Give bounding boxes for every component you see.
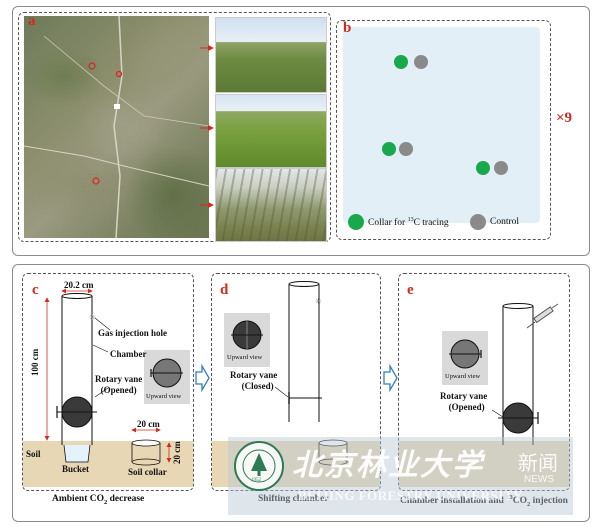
shrubland-photo-bottom bbox=[215, 168, 327, 242]
soil-label: Soil bbox=[26, 449, 41, 459]
soil-layer-c bbox=[23, 441, 193, 487]
grassland-photo-middle bbox=[215, 94, 327, 168]
upward-view-e-label: Upward view bbox=[445, 373, 481, 380]
panel-e-frame bbox=[398, 273, 570, 491]
chamber-height-dimension: 100 cm bbox=[30, 348, 40, 376]
panel-c-frame bbox=[22, 273, 194, 491]
collar-width-dimension: 20 cm bbox=[137, 419, 160, 429]
watermark-news-en: NEWS bbox=[524, 474, 554, 485]
soil-collar-label: Soil collar bbox=[128, 467, 167, 477]
panel-a-label: a bbox=[28, 13, 36, 29]
collar-height-dimension: 20 cm bbox=[172, 441, 182, 464]
panel-e-label: e bbox=[407, 282, 414, 298]
plot-area bbox=[343, 27, 540, 223]
panel-c-label: c bbox=[32, 282, 39, 298]
svg-text:· · ·: · · · bbox=[88, 172, 97, 178]
gas-injection-hole-label: Gas injection hole bbox=[98, 328, 167, 338]
bucket-label: Bucket bbox=[62, 464, 89, 474]
panel-e-caption: Chamber installation and 13CO2 injection bbox=[400, 494, 568, 509]
upward-view-c-label: Upward view bbox=[146, 393, 182, 400]
watermark-news-cn: 新闻 bbox=[518, 451, 558, 475]
rotary-vane-d-label: Rotary vane(Closed) bbox=[230, 370, 278, 391]
rotary-vane-e-label: Rotary vane(Opened) bbox=[440, 391, 488, 412]
panel-d-caption: Shifting chamber bbox=[258, 494, 329, 504]
panel-b-label: b bbox=[343, 20, 352, 36]
bottom-frame bbox=[12, 264, 590, 522]
panel-b-frame bbox=[336, 20, 551, 240]
satellite-map-image: · · · · · · bbox=[24, 16, 209, 238]
soil-layer-e bbox=[399, 441, 569, 487]
top-frame bbox=[12, 6, 590, 256]
upward-view-d-label: Upward view bbox=[227, 354, 263, 361]
chamber-label: Chamber bbox=[110, 349, 147, 359]
watermark-chinese-name: 北京林业大学 bbox=[292, 448, 484, 483]
chamber-width-dimension: 20.2 cm bbox=[64, 280, 94, 290]
legend-control-label: Control bbox=[490, 217, 520, 227]
replicate-multiplier: ×9 bbox=[556, 110, 573, 126]
map-overlay: · · · · · · bbox=[24, 16, 209, 238]
panel-d-frame bbox=[211, 273, 381, 491]
panel-c-caption: Ambient CO2 decrease bbox=[52, 494, 145, 506]
grassland-photo-top bbox=[215, 17, 327, 93]
svg-text:·: · bbox=[116, 62, 118, 68]
svg-text:· ·: · · bbox=[84, 56, 90, 62]
seal-year: 1952 bbox=[251, 478, 261, 483]
university-seal: 1952 bbox=[234, 441, 284, 491]
panel-d-label: d bbox=[220, 282, 229, 298]
legend-tracing-label: Collar for 13C tracing bbox=[368, 217, 449, 229]
rotary-vane-c-label: Rotary vane(Opened) bbox=[95, 374, 143, 395]
watermark-english-name: BEIJING FORESTRY UNIVERSITY bbox=[298, 488, 523, 503]
panel-a-frame bbox=[18, 12, 331, 242]
university-watermark bbox=[228, 437, 573, 515]
